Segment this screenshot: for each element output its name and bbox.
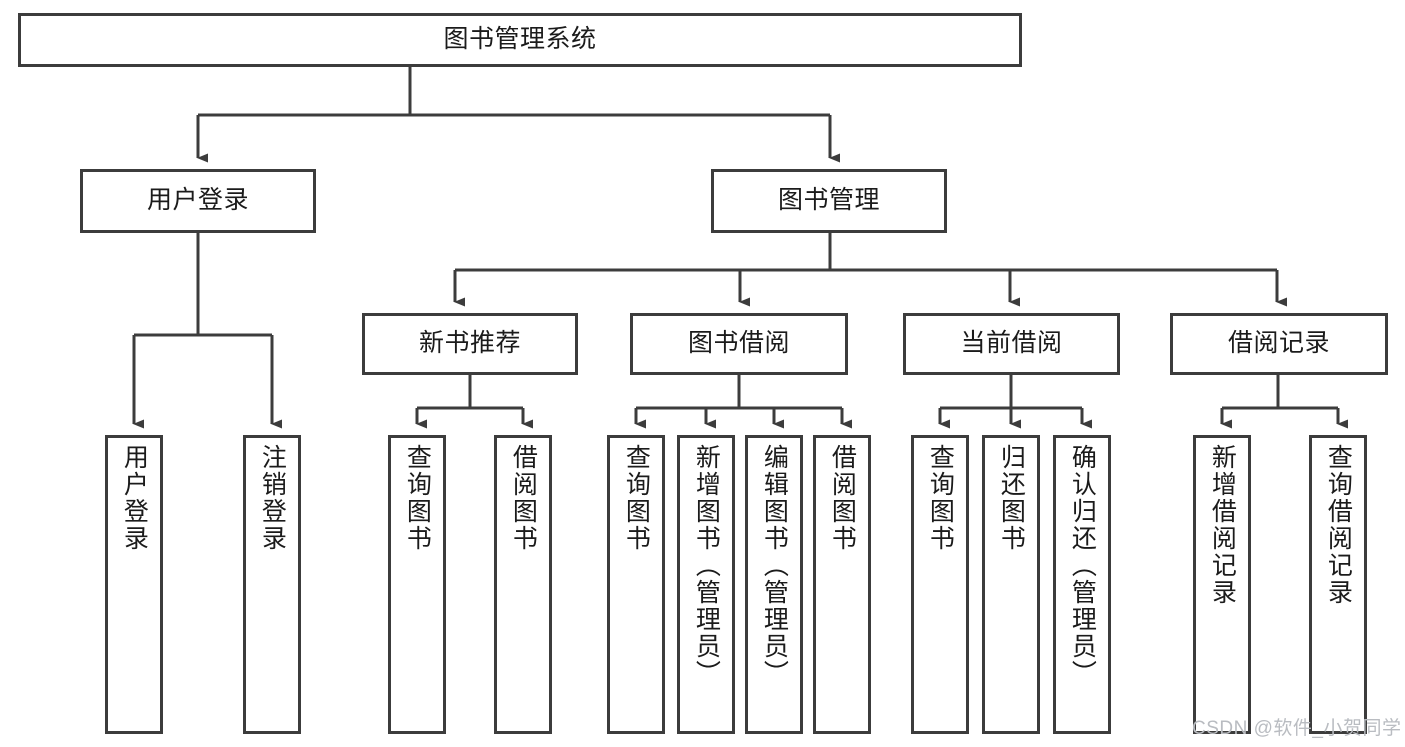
node-label: 查询图书 — [622, 444, 651, 552]
node-label: 借阅图书 — [509, 444, 538, 552]
node-leaf-query-record[interactable]: 查询借阅记录 — [1309, 435, 1367, 734]
node-leaf-return-book[interactable]: 归还图书 — [982, 435, 1040, 734]
node-label: 查询借阅记录 — [1324, 444, 1353, 606]
node-leaf-add-record[interactable]: 新增借阅记录 — [1193, 435, 1251, 734]
node-leaf-add-book[interactable]: 新增图书（管理员） — [677, 435, 735, 734]
node-book-manage[interactable]: 图书管理 — [711, 169, 947, 233]
node-leaf-borrow-book-1[interactable]: 借阅图书 — [494, 435, 552, 734]
node-label: 查询图书 — [926, 444, 955, 552]
node-leaf-edit-book[interactable]: 编辑图书（管理员） — [745, 435, 803, 734]
node-label: 新书推荐 — [418, 329, 521, 358]
node-label: 确认归还（管理员） — [1068, 444, 1097, 687]
node-label: 查询图书 — [403, 444, 432, 552]
node-label: 用户登录 — [120, 444, 149, 552]
node-label: 借阅图书 — [828, 444, 857, 552]
node-new-book-recommend[interactable]: 新书推荐 — [362, 313, 578, 375]
node-leaf-user-login[interactable]: 用户登录 — [105, 435, 163, 734]
node-label: 编辑图书（管理员） — [760, 444, 789, 687]
node-leaf-confirm-return[interactable]: 确认归还（管理员） — [1053, 435, 1111, 734]
node-borrow-record[interactable]: 借阅记录 — [1170, 313, 1388, 375]
node-leaf-query-book-1[interactable]: 查询图书 — [388, 435, 446, 734]
node-user-login[interactable]: 用户登录 — [80, 169, 316, 233]
node-label: 图书管理 — [777, 186, 880, 215]
watermark-text: CSDN @软件_小贺同学 — [1192, 718, 1402, 739]
node-label: 图书管理系统 — [443, 25, 597, 54]
node-current-borrow[interactable]: 当前借阅 — [903, 313, 1120, 375]
node-leaf-logout-login[interactable]: 注销登录 — [243, 435, 301, 734]
node-label: 图书借阅 — [687, 329, 790, 358]
node-label: 借阅记录 — [1227, 329, 1330, 358]
node-label: 新增图书（管理员） — [692, 444, 721, 687]
node-leaf-borrow-book-2[interactable]: 借阅图书 — [813, 435, 871, 734]
node-label: 注销登录 — [258, 444, 287, 552]
node-label: 新增借阅记录 — [1208, 444, 1237, 606]
node-label: 归还图书 — [997, 444, 1026, 552]
node-leaf-query-book-2[interactable]: 查询图书 — [607, 435, 665, 734]
node-label: 当前借阅 — [960, 329, 1063, 358]
node-label: 用户登录 — [146, 186, 249, 215]
node-book-borrow[interactable]: 图书借阅 — [630, 313, 848, 375]
node-leaf-query-book-3[interactable]: 查询图书 — [911, 435, 969, 734]
node-root-system[interactable]: 图书管理系统 — [18, 13, 1022, 67]
